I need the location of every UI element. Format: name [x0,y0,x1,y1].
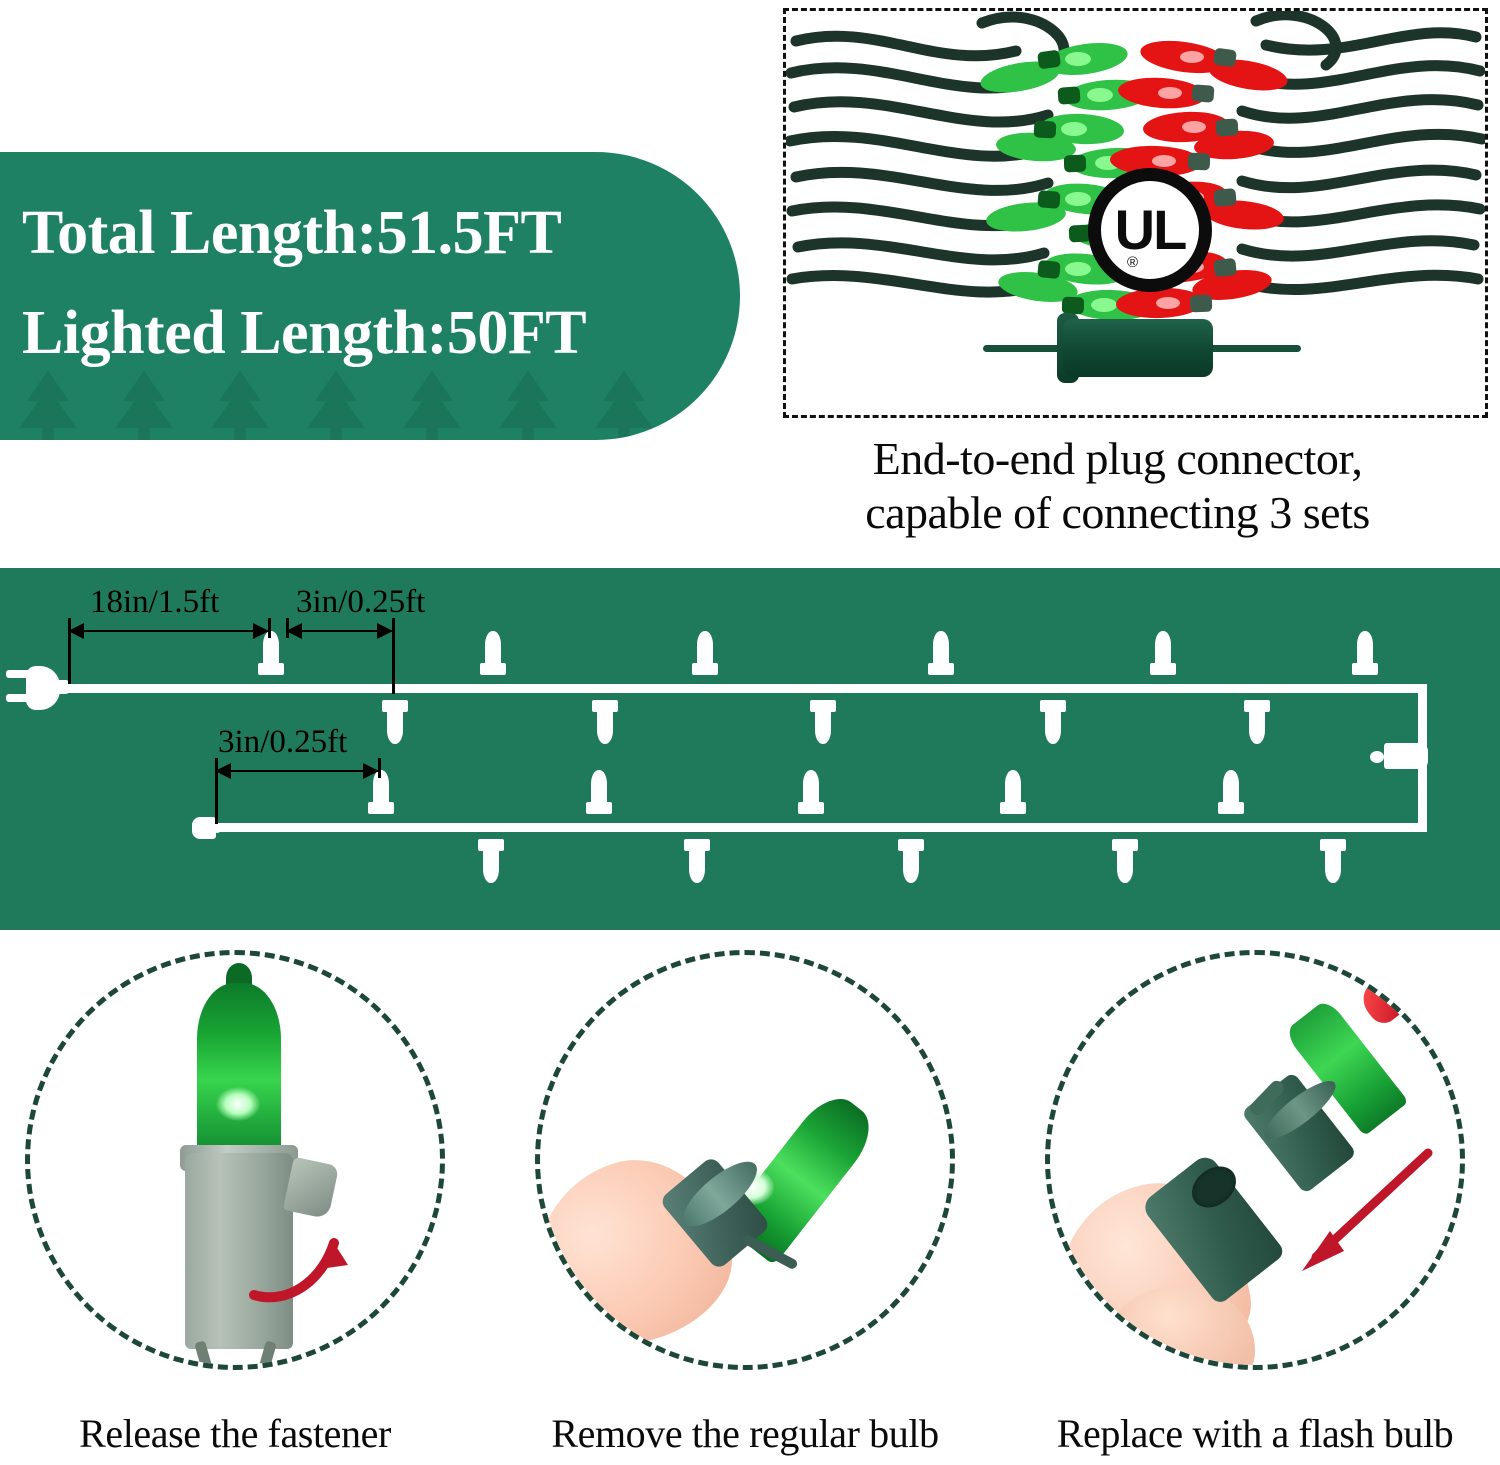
photo-caption-line-1: End-to-end plug connector, [872,433,1363,484]
ul-certification-icon: UL ® [1088,168,1212,292]
grey-socket [185,1153,293,1349]
dim-arrow-right-1 [253,623,269,639]
dim-tick-left-1 [68,618,71,684]
step-2-caption: Remove the regular bulb [551,1411,939,1456]
dim-tick-right-2 [392,618,395,694]
diagram-bulb-down [684,829,710,883]
plug-prong-top [6,670,30,678]
lead-right [254,1340,277,1365]
end-connector-nose-2 [1370,751,1384,763]
connector-body [1063,319,1213,377]
dim-label-18in: 18in/1.5ft [90,584,220,620]
diagram-bulb-down [382,690,408,744]
tree-icon [691,370,740,440]
tree-icon [19,370,77,440]
socket-leads [194,1340,278,1365]
diagram-bulb-up [1150,631,1176,685]
diagram-bulb-down [810,690,836,744]
dim-line-3 [215,770,378,772]
dim-arrow-left-2 [286,623,302,639]
diagram-bulb-up [258,631,284,685]
dim-label-3in-top: 3in/0.25ft [296,584,426,620]
tree-icon [403,370,461,440]
photo-caption: End-to-end plug connector, capable of co… [735,432,1500,541]
diagram-bulb-down [1320,829,1346,883]
lighted-length-text: Lighted Length:50FT [22,299,587,368]
red-curved-arrow-icon [249,1238,348,1303]
diagram-wire-bottom [205,823,1215,832]
diagram-bulb-up [586,770,612,824]
dim-tick-right-3 [378,758,381,778]
instruction-steps: Release the fastener Remove the regular … [0,938,1500,1465]
diagram-wire-bottom-right [1200,823,1427,832]
step-3-caption: Replace with a flash bulb [1056,1411,1454,1456]
ul-letters: UL [1114,198,1188,261]
tree-icon [595,370,653,440]
step-1-circle [25,950,445,1370]
green-bulb [197,983,281,1169]
wire-continuation-dots [838,684,946,693]
connector-cord-right [1205,345,1301,352]
male-end-connector [1370,743,1430,769]
diagram-bulb-down [898,829,924,883]
diagram-bulb-down [1244,690,1270,744]
tree-icon [211,370,269,440]
photo-caption-line-2: capable of connecting 3 sets [865,487,1370,539]
diagram-wire-top-right [1348,684,1427,693]
step-release-fastener: Release the fastener [0,938,470,1465]
end-connector-body-2 [1384,743,1428,769]
dim-arrow-right-2 [377,623,393,639]
plug-prong-bottom [6,694,30,702]
diagram-bulb-up [798,770,824,824]
dim-tick-right-1 [268,618,271,638]
total-length-text: Total Length:51.5FT [22,199,562,267]
length-banner: Total Length:51.5FT Lighted Length:50FT [0,152,740,440]
step-3-circle [1045,950,1465,1370]
diagram-bulb-down [592,690,618,744]
diagram-bulb-up [692,631,718,685]
connector-cord-left [983,345,1073,352]
lead-left [194,1340,217,1365]
diagram-bulb-up [480,631,506,685]
bulb-glow [216,1087,260,1121]
end-to-end-plug-connector [983,311,1301,385]
dim-arrow-left-3 [215,763,231,779]
flash-bulb-red-tip [1355,971,1413,1029]
end-connector-nose [212,823,222,833]
step-1-caption: Release the fastener [79,1411,391,1456]
length-banner-text: Total Length:51.5FT Lighted Length:50FT [22,194,722,372]
tree-icon [307,370,365,440]
dim-tick-left-3 [215,758,218,824]
tree-icon [499,370,557,440]
diagram-bulb-down [1040,690,1066,744]
dim-arrow-left-1 [68,623,84,639]
diagram-bulb-up [368,770,394,824]
step-2-circle [535,950,955,1370]
diagram-bulb-up [1352,631,1378,685]
wall-plug-icon [6,660,72,716]
registered-trademark-icon: ® [1127,254,1139,271]
wiring-diagram: 18in/1.5ft 3in/0.25ft 3in/0.25ft [0,568,1500,930]
dim-line-1 [68,630,268,632]
step-remove-regular-bulb: Remove the regular bulb [510,938,980,1465]
step-replace-with-flash-bulb: Replace with a flash bulb [1020,938,1490,1465]
dim-line-2 [286,630,392,632]
top-section: Total Length:51.5FT Lighted Length:50FT [0,0,1500,566]
diagram-bulb-down [1112,829,1138,883]
tree-pattern [0,350,740,440]
diagram-bulb-up [1000,770,1026,824]
diagram-wire-top [62,684,1348,693]
dim-label-3in-bottom: 3in/0.25ft [218,724,348,760]
dim-arrow-right-3 [363,763,379,779]
tree-icon [115,370,173,440]
red-straight-arrow-icon [1302,1148,1433,1271]
diagram-bulb-down [478,829,504,883]
diagram-bulb-up [1218,770,1244,824]
diagram-bulb-up [928,631,954,685]
